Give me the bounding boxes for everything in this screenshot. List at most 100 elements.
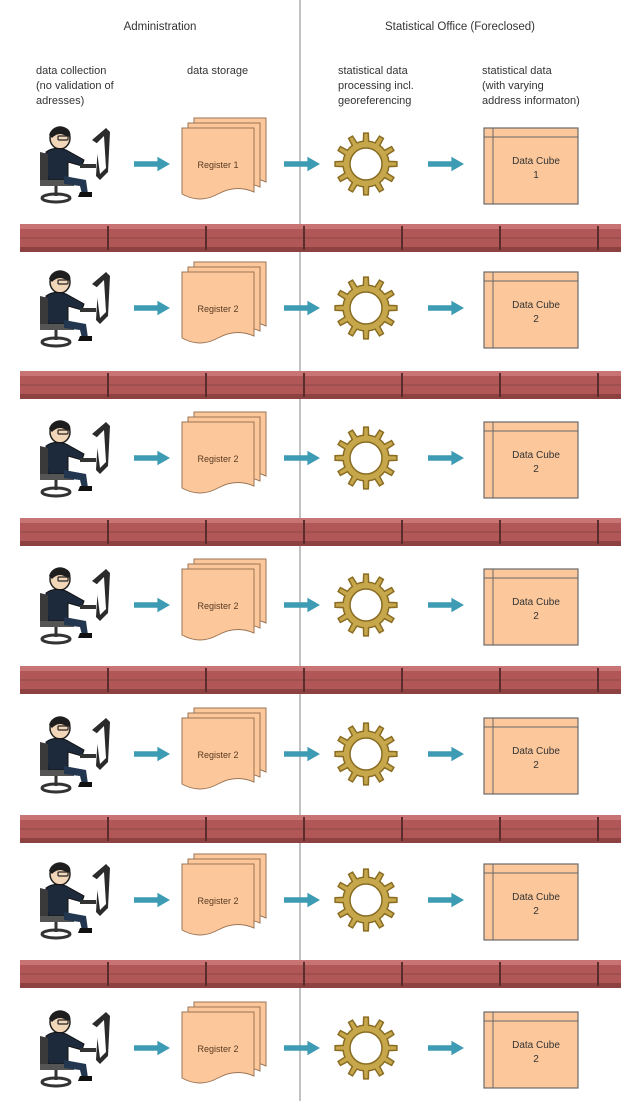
data-cube-label: Data Cube	[512, 597, 560, 608]
data-cube-box: Data Cube 1	[483, 127, 579, 205]
data-cube-label: Data Cube	[512, 1040, 560, 1051]
data-cube-label: 1	[533, 170, 539, 181]
arrow-to-storage-icon	[134, 1040, 170, 1056]
collection-column-label-line: data collection	[36, 65, 106, 77]
arrow-to-processing-icon	[284, 892, 320, 908]
pipeline-row: Register 2 Data Cube 2	[38, 1001, 579, 1089]
processing-column-label-line: processing incl.	[338, 80, 414, 92]
data-cube-box: Data Cube 2	[483, 1011, 579, 1089]
arrow-to-storage-icon	[134, 597, 170, 613]
data-cube-box: Data Cube 2	[483, 717, 579, 795]
register-label: Register 2	[197, 304, 238, 314]
arrow-to-storage-icon	[134, 892, 170, 908]
arrow-to-output-icon	[428, 450, 464, 466]
gear-icon	[334, 132, 398, 196]
data-cube-label: 2	[533, 1054, 539, 1065]
brick-wall	[20, 666, 621, 694]
register-document-stack: Register 2	[181, 558, 267, 641]
pipeline-row: Register 2 Data Cube 2	[38, 853, 579, 941]
person-at-computer-icon	[38, 566, 112, 645]
header-labels: Administration Statistical Office (Forec…	[124, 21, 536, 33]
register-label: Register 2	[197, 601, 238, 611]
output-column-label-line: (with varying	[482, 80, 544, 92]
pipeline-row: Register 2 Data Cube 2	[38, 261, 579, 349]
arrow-to-processing-icon	[284, 1040, 320, 1056]
data-cube-label: Data Cube	[512, 746, 560, 757]
collection-column-label-line: adresses)	[36, 95, 84, 107]
arrow-to-storage-icon	[134, 300, 170, 316]
arrow-to-output-icon	[428, 1040, 464, 1056]
data-cube-label: 2	[533, 611, 539, 622]
gear-icon	[334, 868, 398, 932]
arrow-to-storage-icon	[134, 156, 170, 172]
register-document-stack: Register 2	[181, 853, 267, 936]
person-at-computer-icon	[38, 419, 112, 498]
register-label: Register 2	[197, 896, 238, 906]
pipeline-row: Register 2 Data Cube 2	[38, 558, 579, 646]
person-at-computer-icon	[38, 125, 112, 204]
arrow-to-processing-icon	[284, 156, 320, 172]
arrow-to-output-icon	[428, 746, 464, 762]
register-document-stack: Register 2	[181, 707, 267, 790]
data-cube-label: 2	[533, 464, 539, 475]
processing-column-label-line: statistical data	[338, 65, 409, 77]
data-cube-box: Data Cube 2	[483, 863, 579, 941]
data-cube-label: Data Cube	[512, 300, 560, 311]
register-label: Register 1	[197, 160, 238, 170]
arrow-to-storage-icon	[134, 746, 170, 762]
register-label: Register 2	[197, 1044, 238, 1054]
person-at-computer-icon	[38, 1009, 112, 1088]
gear-icon	[334, 573, 398, 637]
data-cube-label: Data Cube	[512, 156, 560, 167]
arrow-to-processing-icon	[284, 597, 320, 613]
data-cube-label: 2	[533, 314, 539, 325]
storage-column-label-line: data storage	[187, 65, 248, 77]
brick-wall	[20, 224, 621, 252]
gear-icon	[334, 1016, 398, 1080]
register-label: Register 2	[197, 750, 238, 760]
gear-icon	[334, 276, 398, 340]
data-cube-label: Data Cube	[512, 892, 560, 903]
data-cube-label: 2	[533, 906, 539, 917]
arrow-to-output-icon	[428, 156, 464, 172]
column-labels: data collection (no validation of adresses…	[36, 65, 580, 107]
gear-icon	[334, 426, 398, 490]
pipeline-row: Register 2 Data Cube 2	[38, 411, 579, 499]
brick-wall	[20, 815, 621, 843]
data-cube-box: Data Cube 2	[483, 421, 579, 499]
brick-wall	[20, 518, 621, 546]
arrow-to-processing-icon	[284, 450, 320, 466]
data-cube-box: Data Cube 2	[483, 271, 579, 349]
brick-wall	[20, 371, 621, 399]
arrow-to-output-icon	[428, 597, 464, 613]
output-column-label-line: statistical data	[482, 65, 553, 77]
register-document-stack: Register 2	[181, 261, 267, 344]
collection-column-label-line: (no validation of	[36, 80, 115, 92]
arrow-to-output-icon	[428, 892, 464, 908]
brick-walls	[20, 224, 621, 988]
administration-header: Administration	[124, 21, 197, 33]
arrow-to-processing-icon	[284, 746, 320, 762]
brick-wall	[20, 960, 621, 988]
register-label: Register 2	[197, 454, 238, 464]
arrow-to-processing-icon	[284, 300, 320, 316]
data-cube-label: Data Cube	[512, 450, 560, 461]
person-at-computer-icon	[38, 269, 112, 348]
data-cube-label: 2	[533, 760, 539, 771]
pipeline-row: Register 2 Data Cube 2	[38, 707, 579, 795]
register-document-stack: Register 2	[181, 411, 267, 494]
pipeline-row: Register 1 Data Cube 1	[38, 117, 579, 205]
gear-icon	[334, 722, 398, 786]
statistical-office-header: Statistical Office (Foreclosed)	[385, 21, 535, 33]
data-cube-box: Data Cube 2	[483, 568, 579, 646]
register-document-stack: Register 1	[181, 117, 267, 200]
person-at-computer-icon	[38, 861, 112, 940]
arrow-to-output-icon	[428, 300, 464, 316]
register-document-stack: Register 2	[181, 1001, 267, 1084]
output-column-label-line: address informaton)	[482, 95, 580, 107]
arrow-to-storage-icon	[134, 450, 170, 466]
person-at-computer-icon	[38, 715, 112, 794]
processing-column-label-line: georeferencing	[338, 95, 411, 107]
